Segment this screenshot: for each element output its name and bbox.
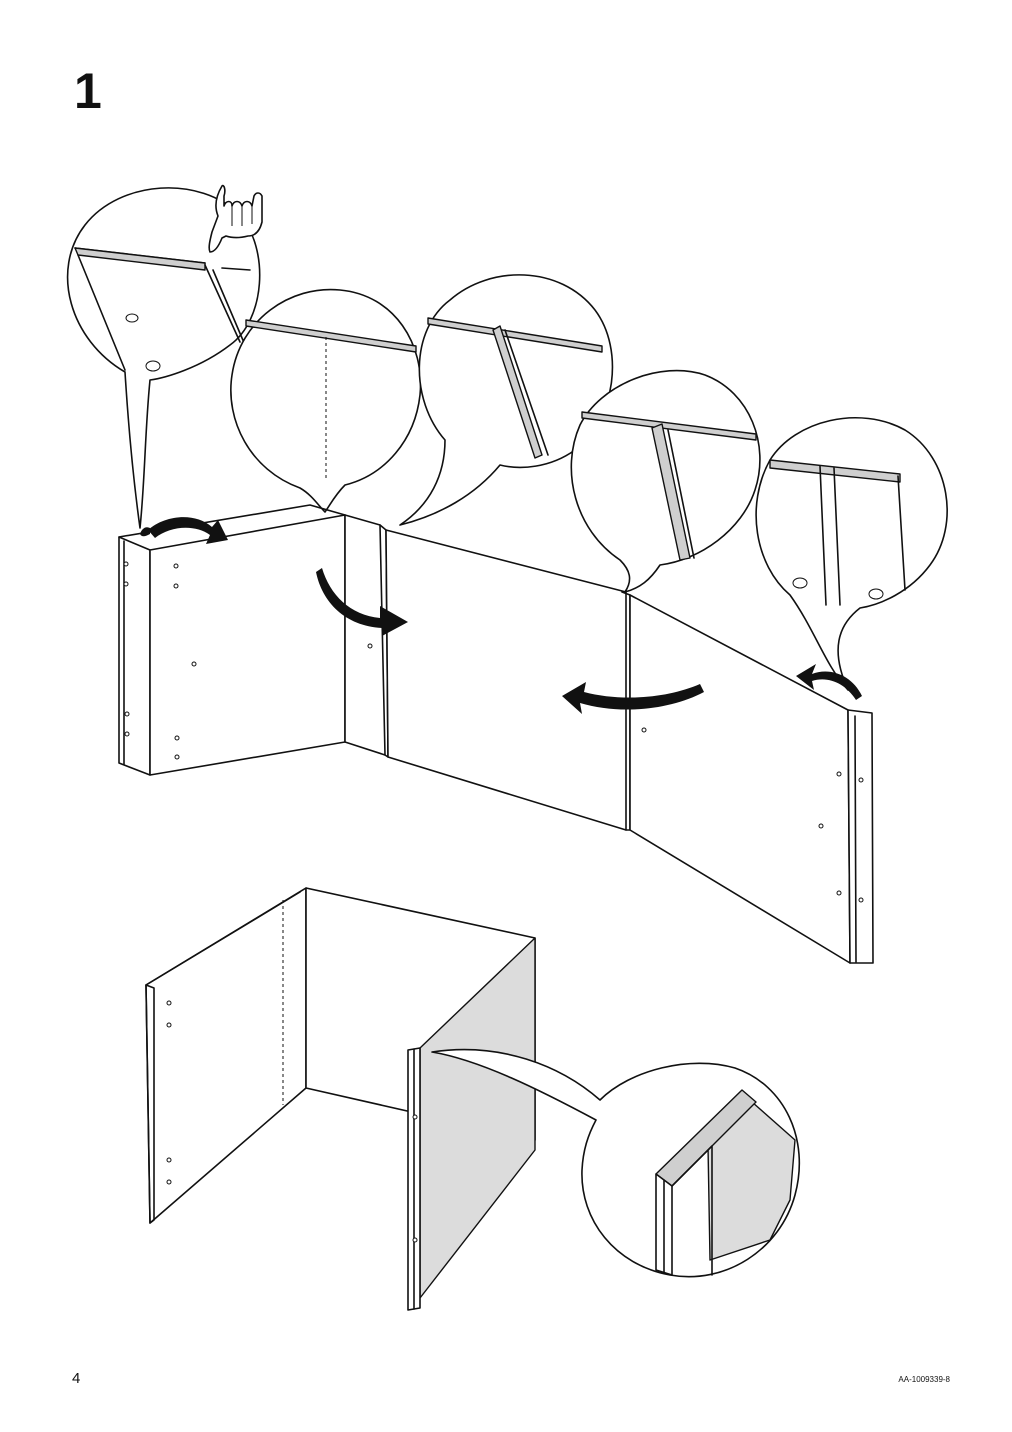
detail-callout-hinge-right xyxy=(570,369,761,593)
step-number: 1 xyxy=(74,63,102,119)
document-id: AA-1009339-8 xyxy=(898,1375,950,1384)
assembled-carcass xyxy=(145,887,536,1311)
pointing-hand-icon xyxy=(208,184,263,253)
detail-callout-corner-holes xyxy=(66,187,261,529)
page-number: 4 xyxy=(72,1370,81,1387)
detail-callout-hinge-left xyxy=(230,288,422,513)
curved-arrow-icon xyxy=(140,517,862,714)
unfolded-panels xyxy=(118,504,874,964)
detail-callout-edge-profile xyxy=(431,1048,801,1278)
detail-callout-corner-right xyxy=(755,417,948,691)
detail-callout-hinge-center xyxy=(399,274,614,526)
